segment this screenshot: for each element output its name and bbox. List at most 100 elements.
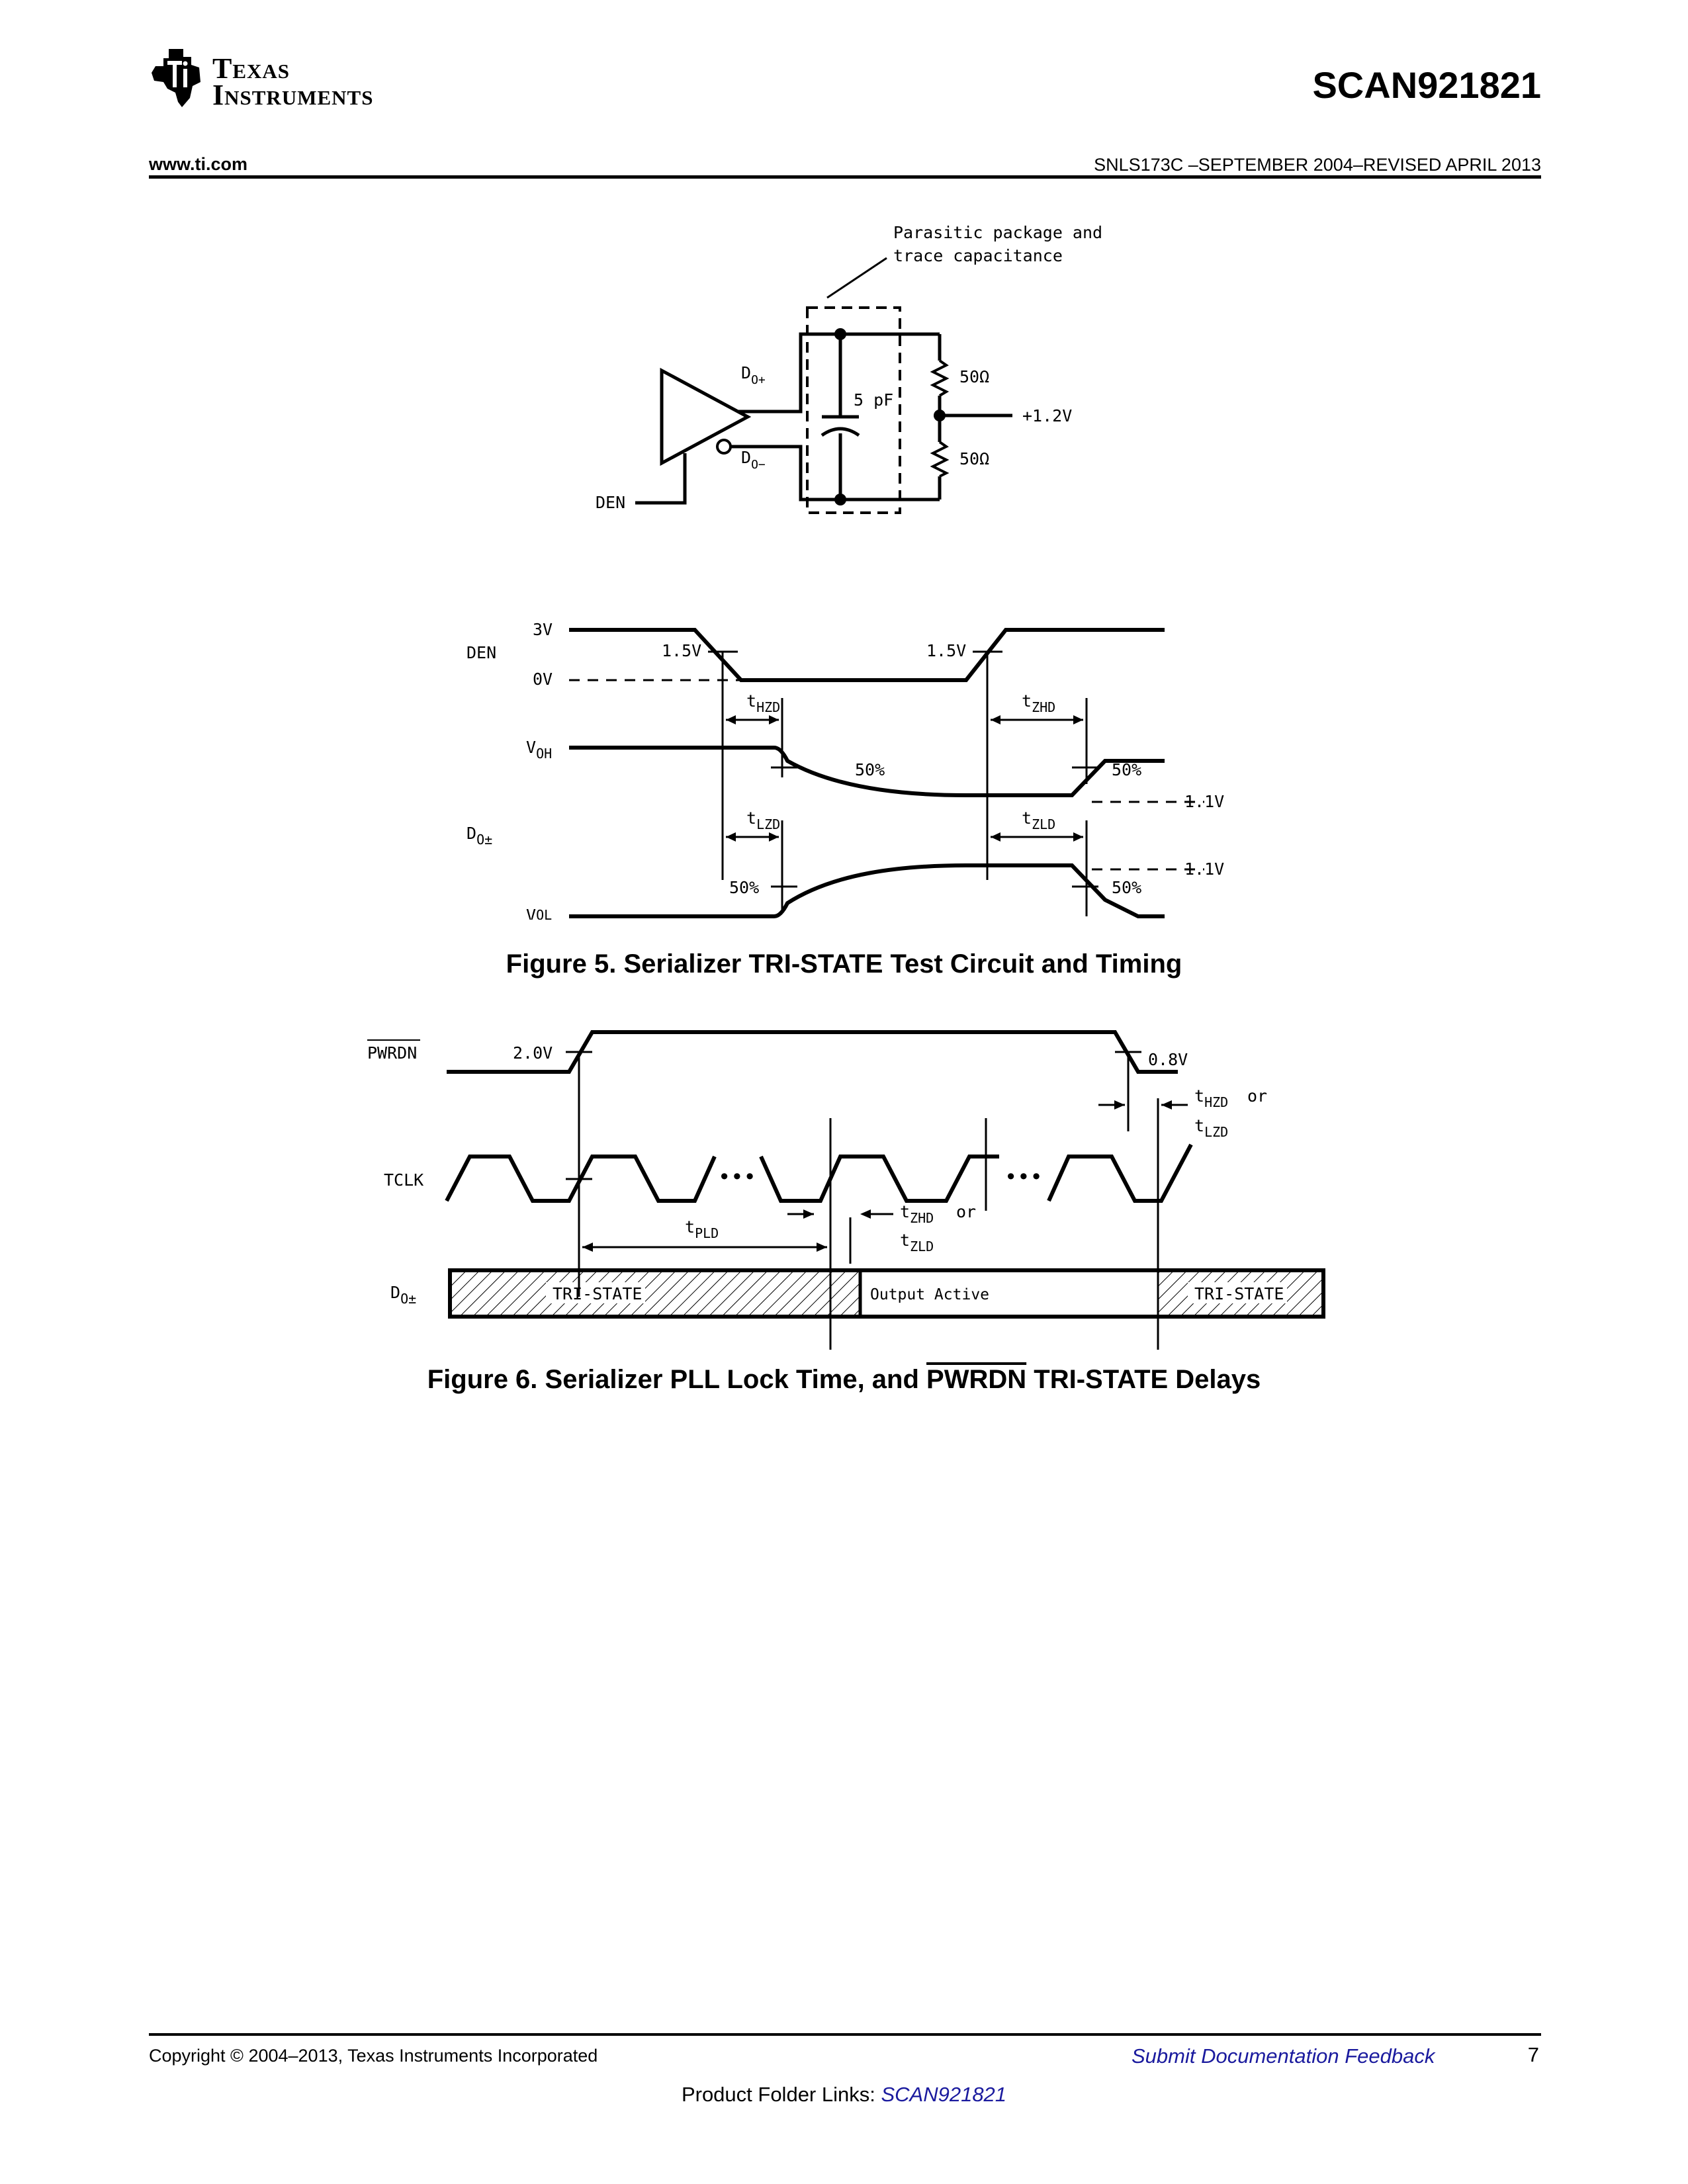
arrowhead [860, 1209, 871, 1219]
feedback-link[interactable]: Submit Documentation Feedback [1132, 2044, 1435, 2068]
threshold-left-label: 1.5V [662, 641, 701, 660]
level-1-1v-top: 1.1V [1184, 792, 1224, 811]
t-zld-label: tZLD [900, 1231, 934, 1254]
or-label: or [1247, 1086, 1267, 1106]
product-folder-links: Product Folder Links: SCAN921821 [0, 2083, 1688, 2107]
do-pm-timing-label: DO± [466, 824, 492, 848]
den-timing-label: DEN [466, 643, 496, 662]
parasitic-note-line2: trace capacitance [893, 246, 1063, 265]
pct-label: 50% [1112, 878, 1141, 897]
or-label: or [956, 1202, 976, 1221]
ti-logo-mark [152, 49, 200, 107]
arrowhead [817, 1243, 827, 1252]
parasitic-box [806, 306, 901, 514]
pwrdn-label: PWRDN [367, 1043, 417, 1063]
driver-triangle [660, 367, 752, 466]
parasitic-pointer [826, 257, 887, 299]
junction-dot [834, 328, 846, 340]
dots-ellipsis: ••• [718, 1164, 756, 1190]
copyright: Copyright © 2004–2013, Texas Instruments… [149, 2046, 598, 2066]
do-pm-label: DO± [390, 1283, 416, 1307]
den-wire [635, 453, 687, 505]
do-minus-label: DO− [741, 448, 766, 472]
t-lzd-label: tLZD [746, 808, 780, 832]
figure6-caption-pwrdn: PWRDN [926, 1365, 1027, 1394]
arrowhead [1114, 1100, 1125, 1110]
cap-plate-bottom [821, 427, 860, 437]
pct-label: 50% [729, 878, 759, 897]
tclk-waveform-3 [1047, 1143, 1193, 1203]
do-minus-wire [731, 445, 940, 502]
level-1-1v-bottom: 1.1V [1184, 859, 1224, 879]
t-lzd-label: tLZD [1194, 1116, 1228, 1140]
parasitic-note-line1: Parasitic package and [893, 223, 1102, 242]
vol-waveform [569, 863, 1165, 918]
do-pm-bus-outline [448, 1268, 1325, 1319]
arrowhead [1073, 715, 1083, 724]
pct-label: 50% [1112, 760, 1141, 779]
part-number: SCAN921821 [1312, 64, 1541, 106]
resistor-top-label: 50Ω [959, 367, 989, 386]
tri-state-label-bg [546, 1282, 645, 1303]
arrowhead [726, 715, 736, 724]
arrowhead [582, 1243, 593, 1252]
folder-link[interactable]: SCAN921821 [881, 2083, 1007, 2106]
resistor-bottom-label: 50Ω [959, 449, 989, 468]
output-active-label: Output Active [870, 1286, 989, 1303]
company-name-line1: Texas [212, 52, 290, 85]
figure5-timing: 3V DEN 0V 1.5V 1.5V tHZD tZHD VOH 50% 50… [466, 620, 1224, 920]
t-hzd-label: tHZD [746, 691, 780, 715]
figure6-caption-pre: Figure 6. Serializer PLL Lock Time, and [427, 1365, 927, 1394]
tri-state-hatch-left [452, 1272, 860, 1315]
do-plus-wire [738, 332, 940, 414]
v-0-8-label: 0.8V [1148, 1050, 1188, 1069]
figure6-timing: PWRDN 2.0V 0.8V tHZD or tLZD TCLK ••• ••… [367, 1030, 1325, 1350]
company-name-line2: Instruments [212, 79, 374, 111]
resistor-bottom [930, 441, 950, 478]
v-2-0-label: 2.0V [513, 1043, 553, 1063]
den-label: DEN [596, 493, 625, 512]
voh-label: VOH [526, 738, 552, 762]
tri-state-label-bg [1188, 1282, 1287, 1303]
website-link[interactable]: www.ti.com [149, 154, 248, 174]
pwrdn-waveform [447, 1030, 1178, 1074]
vol-label: VOL [526, 906, 552, 920]
figure5-caption: Figure 5. Serializer TRI-STATE Test Circ… [506, 949, 1182, 979]
pct-label: 50% [855, 760, 885, 779]
v-0v-label: 0V [533, 670, 553, 689]
t-zhd-label: tZHD [900, 1202, 934, 1226]
figure6-caption-post: TRI-STATE Delays [1026, 1365, 1261, 1394]
inverting-bubble [716, 439, 732, 455]
threshold-right-label: 1.5V [926, 641, 966, 660]
t-hzd-label: tHZD [1194, 1086, 1228, 1110]
junction-dot [934, 410, 946, 421]
resistor-top [930, 359, 950, 397]
den-waveform [569, 628, 1165, 682]
junction-dot [834, 494, 846, 505]
supply-label: +1.2V [1022, 406, 1072, 425]
tri-state-left-label: TRI-STATE [553, 1284, 642, 1303]
t-zhd-label: tZHD [1022, 691, 1055, 715]
figure5-circuit: Parasitic package and trace capacitance … [596, 223, 1102, 514]
page-number: 7 [1527, 2043, 1539, 2066]
arrowhead [1161, 1100, 1172, 1110]
voh-waveform [569, 746, 1165, 797]
dots-ellipsis: ••• [1004, 1164, 1043, 1190]
arrowhead [991, 832, 1000, 842]
t-zld-label: tZLD [1022, 808, 1055, 832]
folder-label: Product Folder Links: [681, 2083, 881, 2106]
tclk-label: TCLK [384, 1170, 423, 1190]
figure6-caption: Figure 6. Serializer PLL Lock Time, and … [0, 1365, 1688, 1395]
t-pld-label: tPLD [685, 1217, 719, 1241]
tri-state-right-label: TRI-STATE [1194, 1284, 1284, 1303]
arrowhead [769, 715, 779, 724]
ti-logo: Texas Instruments [149, 46, 414, 112]
arrowhead [991, 715, 1000, 724]
tclk-waveform-2 [759, 1155, 999, 1203]
do-plus-label: DO+ [741, 363, 766, 387]
header-rule [149, 175, 1541, 179]
arrowhead [1073, 832, 1083, 842]
arrowhead [769, 832, 779, 842]
cap-label: 5 pF [854, 390, 893, 410]
arrowhead [726, 832, 736, 842]
